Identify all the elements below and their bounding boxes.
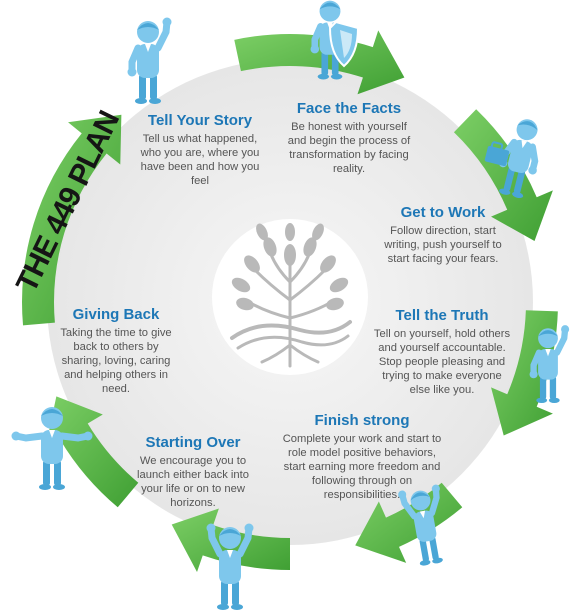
step-description: Be honest with yourself and begin the pr… (287, 121, 411, 175)
person-icon (529, 325, 570, 403)
step-description: Complete your work and start to role mod… (282, 433, 442, 501)
step-description: Follow direction, start writing, push yo… (384, 225, 502, 265)
briefcase-icon (484, 141, 510, 166)
step-giving-back: Giving Back Taking the time to give back… (52, 306, 180, 396)
step-description: Tell us what happened, who you are, wher… (140, 133, 260, 187)
step-title: Starting Over (145, 434, 241, 451)
step-title: Face the Facts (296, 100, 402, 117)
arrow-icon (234, 30, 405, 95)
step-description: Taking the time to give back to others b… (60, 327, 172, 395)
tree-logo-icon (230, 223, 352, 368)
step-get-to-work: Get to Work Follow direction, start writ… (376, 204, 510, 266)
arrow-icon (453, 109, 553, 242)
step-title: Tell Your Story (147, 112, 253, 129)
step-starting-over: Starting Over We encourage you to launch… (134, 434, 252, 510)
step-finish-strong: Finish strong Complete your work and sta… (276, 412, 448, 502)
person-icon (127, 17, 172, 104)
person-icon (206, 523, 254, 610)
step-tell-your-story: Tell Your Story Tell us what happened, w… (132, 112, 268, 188)
step-title: Giving Back (72, 306, 160, 323)
arrow-icon (45, 396, 139, 508)
step-tell-the-truth: Tell the Truth Tell on yourself, hold ot… (372, 307, 512, 397)
person-icon (398, 484, 443, 566)
step-face-the-facts: Face the Facts Be honest with yourself a… (282, 100, 416, 176)
step-title: Tell the Truth (395, 307, 489, 324)
person-icon (11, 407, 93, 490)
step-title: Finish strong (314, 412, 410, 429)
step-title: Get to Work (400, 204, 486, 221)
figures (11, 0, 570, 610)
step-description: Tell on yourself, hold others and yourse… (373, 328, 511, 396)
step-description: We encourage you to launch either back i… (137, 455, 249, 509)
shield-icon (328, 20, 360, 68)
arrow-icon (22, 114, 122, 326)
